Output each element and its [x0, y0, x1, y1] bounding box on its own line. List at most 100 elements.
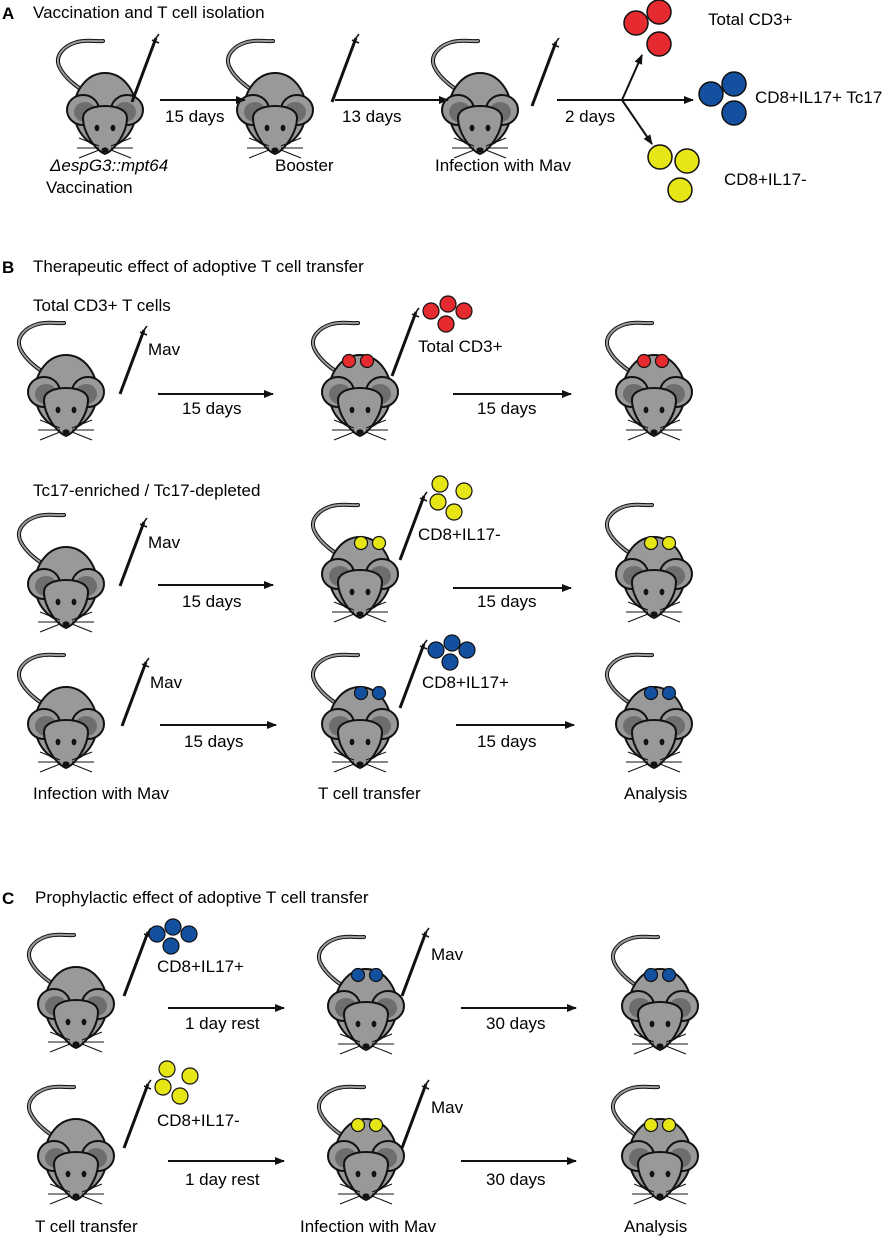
transferred-cell — [636, 353, 652, 369]
transferred-cell — [371, 685, 387, 701]
row2-cells-label: CD8+IL17- — [418, 525, 501, 544]
row2-injection-label: Mav — [148, 533, 181, 552]
arrow-b2-1-label: 15 days — [182, 592, 242, 611]
panel-b-title: Therapeutic effect of adoptive T cell tr… — [33, 257, 364, 276]
transferred-cell — [654, 353, 670, 369]
arrow-c2-2-label: 30 days — [486, 1170, 546, 1189]
col3-label-c: Analysis — [624, 1217, 687, 1236]
c-row2-injection-label: Mav — [431, 1098, 464, 1117]
arrow-a1-label: 15 days — [165, 107, 225, 126]
transferred-cell — [368, 1117, 384, 1133]
row1-cells-label: Total CD3+ — [418, 337, 503, 356]
syringe-icon — [122, 1078, 153, 1150]
mouse-icon — [26, 932, 117, 1054]
mouse3-label: Infection with Mav — [435, 156, 572, 175]
out-yellow-label: CD8+IL17- — [724, 170, 807, 189]
transferred-cell — [350, 967, 366, 983]
mouse-icon — [16, 652, 107, 774]
syringe-icon — [130, 32, 161, 104]
row1-injection-label: Mav — [148, 340, 181, 359]
c-row1-injection-label: Mav — [431, 945, 464, 964]
panel-a-title: Vaccination and T cell isolation — [33, 3, 265, 22]
mouse-icon — [610, 934, 700, 1056]
panel-c-title: Prophylactic effect of adoptive T cell t… — [35, 888, 369, 907]
mouse-icon — [55, 38, 146, 160]
mouse-icon — [604, 320, 694, 442]
col1-label-b: Infection with Mav — [33, 784, 170, 803]
arrow-c2-1-label: 1 day rest — [185, 1170, 260, 1189]
mouse-icon — [310, 502, 400, 624]
arrow-a3-label: 2 days — [565, 107, 615, 126]
syringe-icon — [530, 36, 561, 108]
mouse-icon — [310, 320, 400, 442]
transferred-cell — [661, 685, 677, 701]
mouse-icon — [16, 320, 107, 442]
mouse-icon — [26, 1084, 117, 1206]
syringe-icon — [118, 324, 149, 396]
mouse-icon — [604, 652, 694, 774]
cell-cluster-blue — [698, 71, 747, 126]
col1-label-c: T cell transfer — [35, 1217, 138, 1236]
row1-heading: Total CD3+ T cells — [33, 296, 171, 315]
arrow-branch-up — [621, 54, 643, 101]
mouse1-label: Vaccination — [46, 178, 133, 197]
col2-label-b: T cell transfer — [318, 784, 421, 803]
syringe-icon — [122, 926, 153, 998]
mouse1-italic-label: ΔespG3::mpt64 — [49, 156, 168, 175]
transferred-cell — [368, 967, 384, 983]
transferred-cell — [643, 685, 659, 701]
syringe-icon — [400, 1078, 431, 1150]
transferred-cell — [359, 353, 375, 369]
cell-cluster-yellow — [154, 1060, 199, 1105]
row3-injection-label: Mav — [150, 673, 183, 692]
c-row2-cells-label: CD8+IL17- — [157, 1111, 240, 1130]
syringe-icon — [330, 32, 361, 104]
syringe-icon — [118, 516, 149, 588]
cell-cluster-blue — [148, 918, 198, 955]
mouse-icon — [310, 652, 400, 774]
col2-label-c: Infection with Mav — [300, 1217, 437, 1236]
panel-a-letter: A — [2, 4, 14, 23]
syringe-icon — [120, 656, 151, 728]
arrow-b3-1-label: 15 days — [184, 732, 244, 751]
transferred-cell — [661, 967, 677, 983]
transferred-cell — [341, 353, 357, 369]
arrow-c1-1-label: 1 day rest — [185, 1014, 260, 1033]
transferred-cell — [661, 535, 677, 551]
row3-cells-label: CD8+IL17+ — [422, 673, 509, 692]
cell-cluster-yellow — [429, 475, 473, 521]
panel-c-letter: C — [2, 889, 14, 908]
transferred-cell — [353, 685, 369, 701]
out-red-label: Total CD3+ — [708, 10, 793, 29]
arrow-b1-2-label: 15 days — [477, 399, 537, 418]
transferred-cell — [371, 535, 387, 551]
transferred-cell — [661, 1117, 677, 1133]
transferred-cell — [643, 535, 659, 551]
arrow-b3-2-label: 15 days — [477, 732, 537, 751]
syringe-icon — [390, 306, 421, 378]
arrow-branch-down — [621, 99, 653, 145]
arrow-c1-2-label: 30 days — [486, 1014, 546, 1033]
transferred-cell — [643, 967, 659, 983]
c-row1-cells-label: CD8+IL17+ — [157, 957, 244, 976]
syringe-icon — [400, 926, 431, 998]
cell-cluster-yellow — [647, 144, 700, 203]
mouse-icon — [316, 934, 406, 1056]
transferred-cell — [353, 535, 369, 551]
mouse-icon — [610, 1084, 700, 1206]
arrow-a2-label: 13 days — [342, 107, 402, 126]
col3-label-b: Analysis — [624, 784, 687, 803]
transferred-cell — [643, 1117, 659, 1133]
arrow-b1-1-label: 15 days — [182, 399, 242, 418]
cell-cluster-red — [422, 295, 473, 333]
row2-heading: Tc17-enriched / Tc17-depleted — [33, 481, 260, 500]
mouse-icon — [16, 512, 107, 634]
mouse-icon — [316, 1084, 406, 1206]
cell-cluster-blue — [427, 634, 476, 671]
cell-cluster-red — [623, 0, 672, 57]
out-blue-label: CD8+IL17+ Tc17 — [755, 88, 882, 107]
transferred-cell — [350, 1117, 366, 1133]
mouse2-label: Booster — [275, 156, 334, 175]
